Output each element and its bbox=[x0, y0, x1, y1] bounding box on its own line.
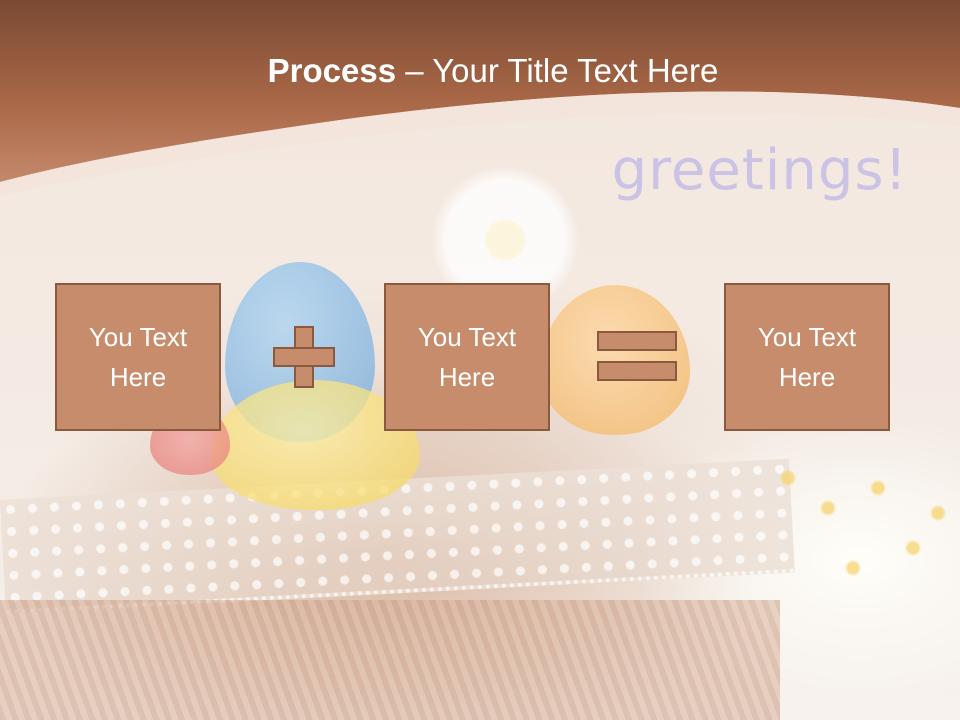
title-strong: Process bbox=[267, 52, 397, 89]
equals-icon bbox=[597, 331, 677, 383]
process-box-1-text: You Text Here bbox=[88, 322, 188, 392]
yellow-blossom-icon bbox=[780, 470, 796, 486]
background-greetings-text: greetings! bbox=[611, 138, 908, 203]
basket-weave-decoration bbox=[0, 600, 780, 720]
equals-top-bar bbox=[597, 331, 677, 351]
slide-title: Process – Your Title Text Here bbox=[0, 52, 960, 90]
plus-center-fill bbox=[296, 349, 312, 365]
process-box-2: You Text Here bbox=[384, 283, 550, 431]
yellow-blossom-icon bbox=[930, 505, 946, 521]
header-band bbox=[0, 0, 960, 196]
process-box-1: You Text Here bbox=[55, 283, 221, 431]
yellow-blossom-icon bbox=[870, 480, 886, 496]
easter-egg-pink bbox=[540, 285, 690, 435]
plus-icon bbox=[273, 326, 335, 388]
yellow-blossom-icon bbox=[820, 500, 836, 516]
title-rest: – Your Title Text Here bbox=[396, 52, 719, 89]
yellow-blossom-icon bbox=[905, 540, 921, 556]
process-box-3-text: You Text Here bbox=[757, 322, 857, 392]
process-box-3: You Text Here bbox=[724, 283, 890, 431]
process-box-2-text: You Text Here bbox=[417, 322, 517, 392]
yellow-blossom-icon bbox=[845, 560, 861, 576]
equals-bottom-bar bbox=[597, 361, 677, 381]
